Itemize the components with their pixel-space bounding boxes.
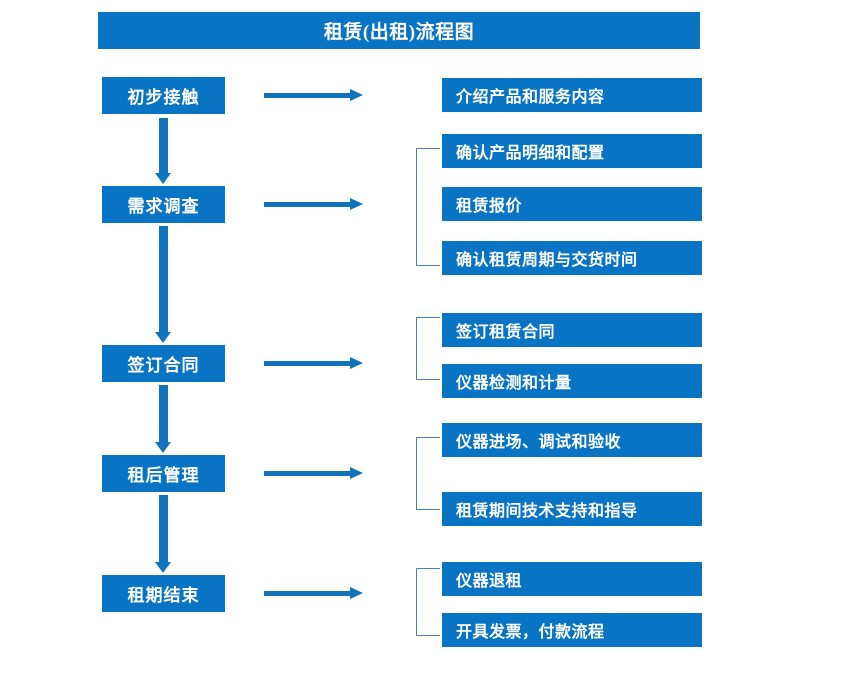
detail-box-sign-rental-contract[interactable]: 签订租赁合同 <box>442 313 702 347</box>
detail-box-technical-support[interactable]: 租赁期间技术支持和指导 <box>442 492 702 526</box>
group-bracket-icon-post-rental <box>416 437 440 510</box>
detail-box-confirm-product-details[interactable]: 确认产品明细和配置 <box>442 134 702 168</box>
detail-box-invoice-payment[interactable]: 开具发票，付款流程 <box>442 613 702 647</box>
right-arrow-icon-5 <box>264 586 363 600</box>
detail-box-confirm-rental-period[interactable]: 确认租赁周期与交货时间 <box>442 241 702 275</box>
down-arrow-icon-4 <box>155 495 171 573</box>
detail-box-instrument-return[interactable]: 仪器退租 <box>442 562 702 596</box>
detail-box-introduce-products[interactable]: 介绍产品和服务内容 <box>442 78 702 112</box>
down-arrow-icon-2 <box>155 226 171 343</box>
group-bracket-icon-rental-end <box>416 568 440 636</box>
detail-box-instrument-inspection[interactable]: 仪器检测和计量 <box>442 364 702 398</box>
page-title: 租赁(出租)流程图 <box>98 12 700 49</box>
stage-box-rental-end[interactable]: 租期结束 <box>102 575 225 612</box>
detail-box-instrument-entry-commissioning[interactable]: 仪器进场、调试和验收 <box>442 423 702 457</box>
stage-box-needs-survey[interactable]: 需求调查 <box>102 186 225 223</box>
right-arrow-icon-3 <box>264 356 363 370</box>
right-arrow-icon-2 <box>264 197 363 211</box>
detail-box-rental-quotation[interactable]: 租赁报价 <box>442 187 702 221</box>
stage-box-initial-contact[interactable]: 初步接触 <box>102 77 225 114</box>
down-arrow-icon-1 <box>155 118 171 184</box>
group-bracket-icon-needs-survey <box>416 148 440 266</box>
stage-box-post-rental-management[interactable]: 租后管理 <box>102 455 225 492</box>
down-arrow-icon-3 <box>155 385 171 453</box>
stage-box-sign-contract[interactable]: 签订合同 <box>102 345 225 382</box>
group-bracket-icon-sign-contract <box>416 317 440 380</box>
right-arrow-icon-1 <box>264 88 363 102</box>
right-arrow-icon-4 <box>264 466 363 480</box>
